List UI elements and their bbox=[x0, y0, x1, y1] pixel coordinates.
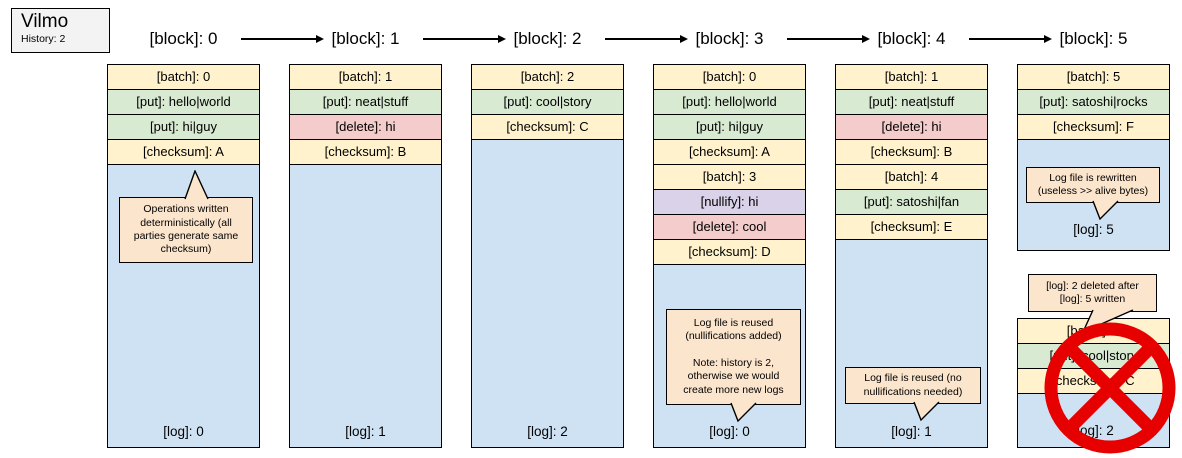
arrow-head-icon bbox=[1043, 35, 1052, 43]
checksum-row: [checksum]: D bbox=[654, 240, 805, 265]
nullify-row: [nullify]: hi bbox=[654, 190, 805, 215]
callout-tail-icon bbox=[913, 401, 940, 421]
vilmo-legend-box: Vilmo History: 2 bbox=[11, 8, 110, 53]
log-file-label: [log]: 5 bbox=[1073, 222, 1114, 237]
arrow-head-icon bbox=[497, 35, 506, 43]
delete-row: [delete]: hi bbox=[836, 115, 987, 140]
batch-row: [batch]: 1 bbox=[836, 65, 987, 90]
block-label: [block]: 0 bbox=[149, 29, 218, 48]
callout-text: Operations written deterministically (al… bbox=[133, 203, 239, 256]
log-file-stack: [batch]: 5[put]: satoshi|rocks[checksum]… bbox=[1017, 64, 1170, 251]
app-title: Vilmo bbox=[21, 11, 69, 32]
arrow-head-icon bbox=[315, 35, 324, 43]
checksum-row: [checksum]: B bbox=[290, 140, 441, 165]
callout-tail-icon bbox=[184, 170, 209, 200]
block-label: [block]: 5 bbox=[1059, 29, 1128, 48]
arrow-head-icon bbox=[679, 35, 688, 43]
callout-rewritten: Log file is rewritten (useless >> alive … bbox=[1026, 167, 1160, 220]
callout-text: Log file is reused (no nullifications ne… bbox=[863, 372, 963, 398]
callout-deleted_after: [log]: 2 deleted after [log]: 5 written bbox=[1028, 274, 1157, 333]
log-file-label: [log]: 2 bbox=[527, 424, 568, 439]
checksum-row: [checksum]: A bbox=[654, 140, 805, 165]
callout-tail-icon bbox=[730, 402, 757, 422]
put-row: [put]: hi|guy bbox=[108, 115, 259, 140]
block-label: [block]: 4 bbox=[877, 29, 946, 48]
callout-text: [log]: 2 deleted after [log]: 5 written bbox=[1046, 279, 1139, 305]
flow-arrow bbox=[240, 35, 324, 43]
flow-arrow bbox=[786, 35, 870, 43]
flow-arrow bbox=[604, 35, 688, 43]
flow-arrow bbox=[422, 35, 506, 43]
callout-text: Log file is reused (nullifications added… bbox=[683, 317, 784, 396]
arrow-head-icon bbox=[861, 35, 870, 43]
put-row: [put]: satoshi|fan bbox=[836, 190, 987, 215]
batch-row: [batch]: 0 bbox=[654, 65, 805, 90]
batch-row: [batch]: 3 bbox=[654, 165, 805, 190]
put-row: [put]: satoshi|rocks bbox=[1018, 90, 1169, 115]
callout-text: Log file is rewritten (useless >> alive … bbox=[1037, 171, 1149, 197]
callout-det: Operations written deterministically (al… bbox=[119, 170, 253, 263]
checksum-row: [checksum]: C bbox=[472, 115, 623, 140]
flow-arrow bbox=[968, 35, 1052, 43]
batch-row: [batch]: 5 bbox=[1018, 65, 1169, 90]
put-row: [put]: hello|world bbox=[108, 90, 259, 115]
put-row: [put]: neat|stuff bbox=[836, 90, 987, 115]
log-file-label: [log]: 0 bbox=[709, 424, 750, 439]
batch-row: [batch]: 1 bbox=[290, 65, 441, 90]
batch-row: [batch]: 2 bbox=[472, 65, 623, 90]
batch-row: [batch]: 0 bbox=[108, 65, 259, 90]
checksum-row: [checksum]: F bbox=[1018, 115, 1169, 140]
checksum-row: [checksum]: A bbox=[108, 140, 259, 165]
history-setting: History: 2 bbox=[21, 33, 66, 45]
batch-row: [batch]: 4 bbox=[836, 165, 987, 190]
put-row: [put]: cool|story bbox=[472, 90, 623, 115]
block-label: [block]: 1 bbox=[331, 29, 400, 48]
checksum-row: [checksum]: B bbox=[836, 140, 987, 165]
callout-reuse_null: Log file is reused (nullifications added… bbox=[666, 309, 801, 422]
put-row: [put]: hi|guy bbox=[654, 115, 805, 140]
checksum-row: [checksum]: E bbox=[836, 215, 987, 240]
prohibition-x-icon bbox=[1044, 322, 1176, 454]
callout-tail-icon bbox=[1092, 200, 1119, 220]
log-file-stack: [batch]: 1[put]: neat|stuff[delete]: hi[… bbox=[289, 64, 442, 448]
log-file-label: [log]: 0 bbox=[163, 424, 204, 439]
put-row: [put]: hello|world bbox=[654, 90, 805, 115]
log-file-stack: [batch]: 2[put]: cool|story[checksum]: C… bbox=[471, 64, 624, 448]
callout-reuse_clean: Log file is reused (no nullifications ne… bbox=[845, 367, 981, 421]
put-row: [put]: neat|stuff bbox=[290, 90, 441, 115]
delete-row: [delete]: hi bbox=[290, 115, 441, 140]
block-label: [block]: 3 bbox=[695, 29, 764, 48]
block-label: [block]: 2 bbox=[513, 29, 582, 48]
log-file-label: [log]: 1 bbox=[891, 424, 932, 439]
log-file-label: [log]: 1 bbox=[345, 424, 386, 439]
delete-row: [delete]: cool bbox=[654, 215, 805, 240]
